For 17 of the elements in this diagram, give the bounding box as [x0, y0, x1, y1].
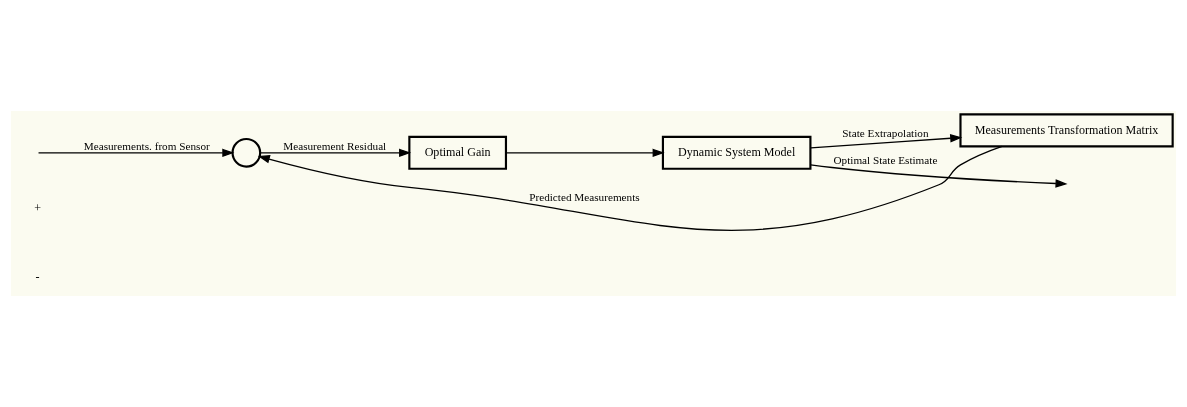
- node-box: Optimal Gain: [408, 135, 508, 170]
- arrow: [259, 148, 412, 158]
- arrow: [810, 164, 1068, 188]
- edge-label: Measurements. from Sensor: [83, 139, 210, 152]
- arrow: [37, 148, 235, 158]
- label: +: [34, 201, 42, 216]
- arrow: [505, 148, 665, 158]
- edge-label: Measurement Residual: [283, 139, 387, 152]
- arrow: [810, 134, 963, 149]
- edge-label: State Extrapolation: [842, 126, 929, 139]
- edge-label: Optimal State Estimate: [833, 154, 938, 167]
- label: -: [35, 269, 40, 284]
- edge-label: Predicted Measurements: [529, 190, 640, 203]
- node-circle: [231, 137, 262, 168]
- arrow: [257, 145, 1003, 231]
- node-box: Dynamic System Model: [661, 135, 812, 170]
- node-box: Measurements Transformation Matrix: [959, 113, 1174, 148]
